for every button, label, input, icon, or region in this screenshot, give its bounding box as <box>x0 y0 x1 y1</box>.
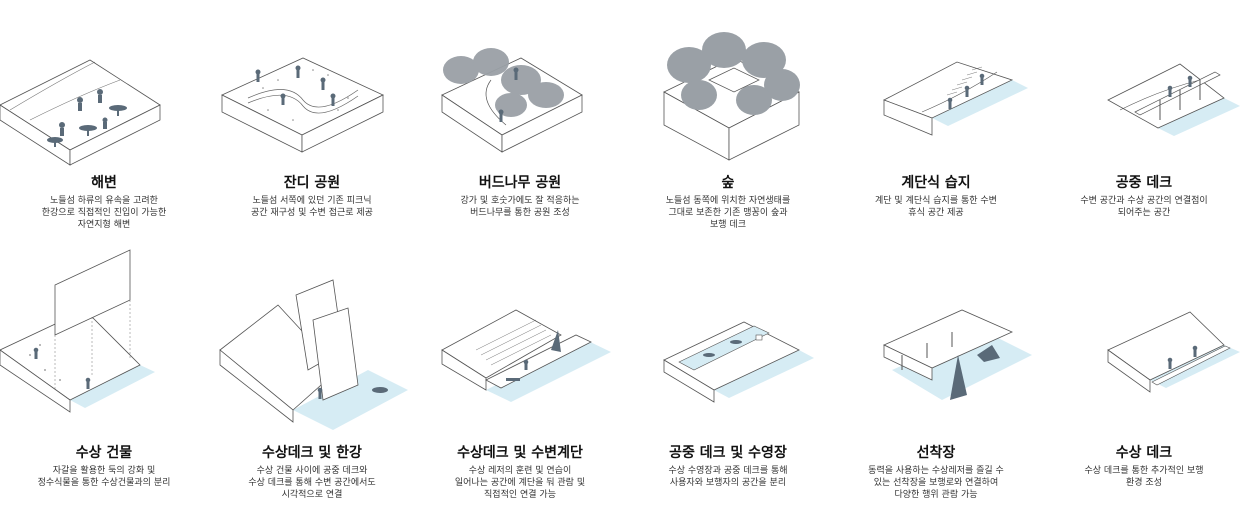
title-willow-park: 버드나무 공원 <box>478 175 562 191</box>
desc-deck-steps: 수상 레저의 훈련 및 연습이 일어나는 공간에 계단을 둬 관람 및 직접적인… <box>454 466 586 500</box>
deck-hangang-diagram-icon <box>219 279 408 430</box>
title-aerial-deck: 공중 데크 <box>1115 175 1173 191</box>
cell-pool-deck: 공중 데크 및 수영장 수상 수영장과 공중 데크를 통해 사용자와 보행자의 … <box>624 240 832 489</box>
cell-dock: 선착장 동력을 사용하는 수상레저를 즐길 수 있는 선착장을 보행로와 연결하… <box>832 240 1040 501</box>
title-pool-deck: 공중 데크 및 수영장 <box>669 445 787 461</box>
cell-deck-steps: 수상데크 및 수변계단 수상 레저의 훈련 및 연습이 일어나는 공간에 계단을… <box>416 240 624 501</box>
beach-diagram-icon <box>0 59 161 166</box>
title-beach: 해변 <box>91 175 117 191</box>
title-lawn-park: 잔디 공원 <box>283 175 341 191</box>
aerial-deck-diagram-icon <box>1107 63 1240 136</box>
title-water-deck: 수상 데크 <box>1115 445 1173 461</box>
desc-terraced-wetland: 계단 및 계단식 습지를 통한 수변 휴식 공간 제공 <box>875 196 997 218</box>
title-deck-hangang: 수상데크 및 한강 <box>262 445 362 461</box>
desc-willow-park: 강가 및 호숫가에도 잘 적응하는 버드나무를 통한 공원 조성 <box>460 196 580 218</box>
title-floating-building: 수상 건물 <box>75 445 133 461</box>
cell-floating-building: 수상 건물 자갈을 활용한 둑의 강화 및 정수식물을 통한 수상건물과의 분리 <box>0 240 208 489</box>
forest-diagram-icon <box>663 32 800 161</box>
deck-steps-diagram-icon <box>441 309 611 402</box>
cell-aerial-deck: 공중 데크 수변 공간과 수상 공간의 연결점이 되어주는 공간 <box>1040 0 1248 219</box>
desc-beach: 노들섬 하류의 유속을 고려한 한강으로 직접적인 진입이 가능한 자연지형 해… <box>41 196 167 230</box>
cell-deck-hangang: 수상데크 및 한강 수상 건물 사이에 공중 데크와 수상 데크를 통해 수변 … <box>208 240 416 501</box>
cell-terraced-wetland: 계단식 습지 계단 및 계단식 습지를 통한 수변 휴식 공간 제공 <box>832 0 1040 219</box>
dock-diagram-icon <box>883 309 1032 400</box>
cell-water-deck: 수상 데크 수상 데크를 통한 추가적인 보행 환경 조성 <box>1040 240 1248 489</box>
desc-floating-building: 자갈을 활용한 둑의 강화 및 정수식물을 통한 수상건물과의 분리 <box>37 466 171 488</box>
desc-lawn-park: 노들섬 서쪽에 있던 기존 피크닉 공간 재구성 및 수변 접근로 제공 <box>251 196 373 218</box>
title-forest: 숲 <box>721 175 735 191</box>
desc-deck-hangang: 수상 건물 사이에 공중 데크와 수상 데크를 통해 수변 공간에서도 시각적으… <box>248 466 376 500</box>
title-terraced-wetland: 계단식 습지 <box>901 175 971 191</box>
terraced-wetland-diagram-icon <box>883 61 1028 136</box>
water-deck-diagram-icon <box>1107 311 1240 393</box>
cell-beach: 해변 노들섬 하류의 유속을 고려한 한강으로 직접적인 진입이 가능한 자연지… <box>0 0 208 231</box>
title-dock: 선착장 <box>916 445 956 461</box>
pool-deck-diagram-icon <box>663 321 814 403</box>
desc-pool-deck: 수상 수영장과 공중 데크를 통해 사용자와 보행자의 공간을 분리 <box>668 466 788 488</box>
lawn-park-diagram-icon <box>221 57 384 153</box>
desc-aerial-deck: 수변 공간과 수상 공간의 연결점이 되어주는 공간 <box>1080 196 1208 218</box>
title-deck-steps: 수상데크 및 수변계단 <box>457 445 583 461</box>
desc-water-deck: 수상 데크를 통한 추가적인 보행 환경 조성 <box>1084 466 1204 488</box>
cell-willow-park: 버드나무 공원 강가 및 호숫가에도 잘 적응하는 버드나무를 통한 공원 조성 <box>416 0 624 219</box>
desc-dock: 동력을 사용하는 수상레저를 즐길 수 있는 선착장을 보행로와 연결하여 다양… <box>868 466 1004 500</box>
willow-park-diagram-icon <box>441 48 583 153</box>
floating-building-diagram-icon <box>0 249 155 413</box>
desc-forest: 노들섬 동쪽에 위치한 자연생태를 그대로 보존한 기존 맹꽁이 숲과 보행 데… <box>665 196 791 230</box>
cell-forest: 숲 노들섬 동쪽에 위치한 자연생태를 그대로 보존한 기존 맹꽁이 숲과 보행… <box>624 0 832 231</box>
cell-lawn-park: 잔디 공원 노들섬 서쪽에 있던 기존 피크닉 공간 재구성 및 수변 접근로 … <box>208 0 416 219</box>
